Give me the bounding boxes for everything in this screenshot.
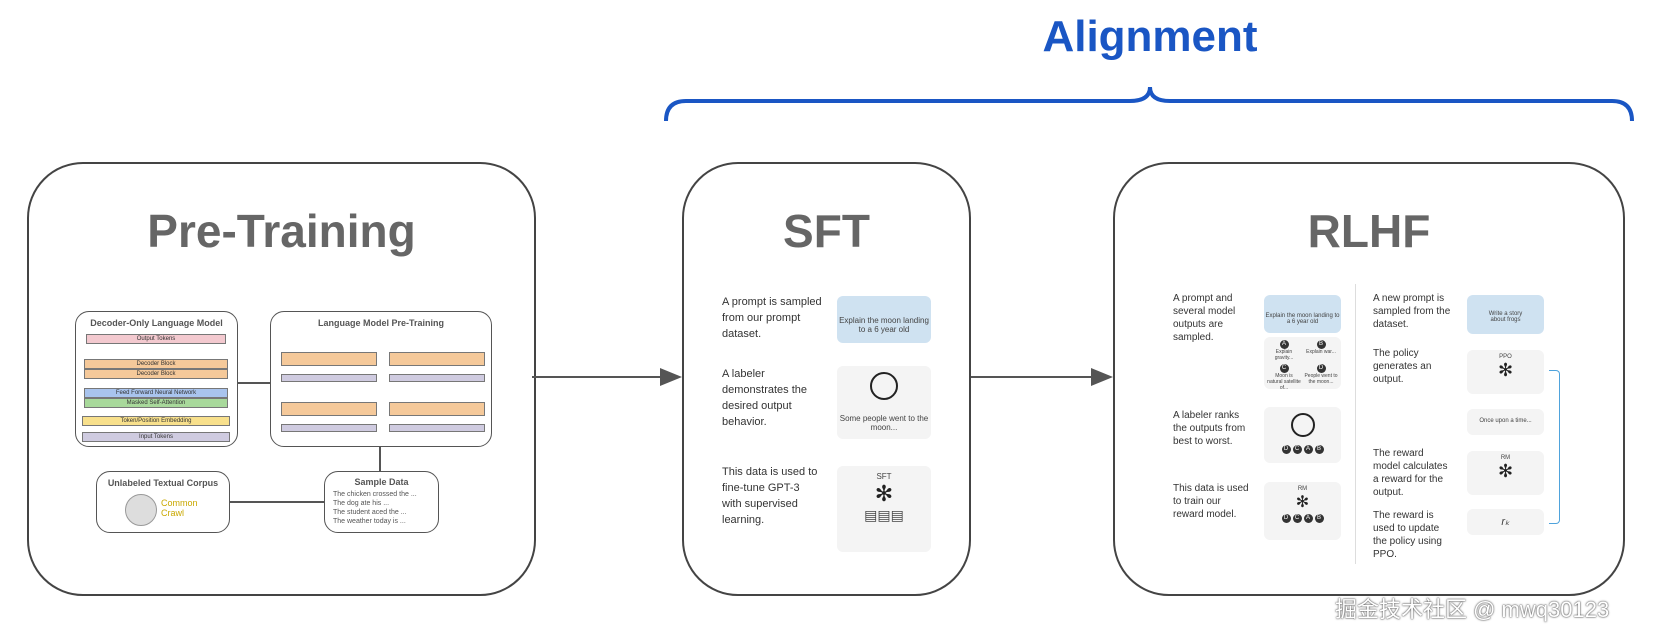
sft-model-card: SFT✻▤▤▤ bbox=[837, 466, 931, 552]
sample-data-box: Sample Data The chicken crossed the ... … bbox=[324, 471, 439, 533]
rlhf-title: RLHF bbox=[1307, 205, 1431, 257]
rlhf-step: A new prompt is sampled from the dataset… bbox=[1373, 293, 1451, 330]
ffn-layer: Feed Forward Neural Network bbox=[84, 388, 228, 398]
alignment-label: Alignment bbox=[1042, 12, 1258, 61]
decoder-block-1: Decoder Block bbox=[84, 359, 228, 369]
neural-network-icon: ✻ bbox=[1497, 461, 1514, 481]
sft-step: A labeler demonstrates the desired outpu… bbox=[722, 368, 807, 428]
sample-data-title: Sample Data bbox=[354, 477, 409, 487]
update-loop-arrow bbox=[1549, 370, 1560, 524]
pretraining-panel: Pre-Training Decoder-Only Language Model… bbox=[27, 162, 536, 596]
common-crawl-logo: Common Crawl bbox=[161, 498, 198, 518]
document-icon: ▤▤▤ bbox=[864, 507, 904, 523]
arrow-sft-to-rlhf bbox=[967, 376, 1093, 378]
rm-card: RM✻ bbox=[1467, 451, 1544, 495]
rlhf-step: A labeler ranks the outputs from best to… bbox=[1173, 410, 1246, 447]
sft-step: A prompt is sampled from our prompt data… bbox=[722, 296, 822, 340]
decoder-model-box: Decoder-Only Language Model Output Token… bbox=[75, 311, 238, 447]
sft-panel: SFT A prompt is sampled from our prompt … bbox=[682, 162, 971, 596]
alignment-brace bbox=[664, 86, 1634, 122]
rlhf-step: A prompt and several model outputs are s… bbox=[1173, 293, 1236, 343]
input-tokens: Input Tokens bbox=[82, 432, 230, 442]
lm-pretraining-box: Language Model Pre-Training bbox=[270, 311, 492, 447]
attention-layer: Masked Self-Attention bbox=[84, 398, 228, 408]
lm-pretraining-title: Language Model Pre-Training bbox=[317, 318, 444, 328]
reward-card: rₖ bbox=[1467, 509, 1544, 535]
sample-line: The dog ate his ... bbox=[333, 500, 390, 507]
wikipedia-logo bbox=[125, 494, 157, 526]
ppo-card: PPO✻ bbox=[1467, 350, 1544, 394]
sample-line: The student aced the ... bbox=[333, 509, 407, 516]
labeler-avatar-icon bbox=[870, 372, 898, 400]
sft-title: SFT bbox=[783, 205, 870, 257]
divider bbox=[1355, 284, 1356, 564]
rlhf-step: The policy generates an output. bbox=[1373, 348, 1432, 385]
watermark: 掘金技术社区 @ mwq30123 bbox=[1335, 597, 1610, 622]
output-tokens: Output Tokens bbox=[86, 334, 226, 344]
corpus-box: Unlabeled Textual Corpus Common Crawl bbox=[96, 471, 230, 533]
sample-line: The weather today is ... bbox=[333, 518, 406, 525]
output-card: Once upon a time... bbox=[1467, 409, 1544, 435]
rlhf-step: This data is used to train our reward mo… bbox=[1173, 483, 1249, 520]
prompt-card: Explain the moon landing to a 6 year old bbox=[837, 296, 931, 343]
arrow-pretraining-to-sft bbox=[532, 376, 662, 378]
embedding-layer: Token/Position Embedding bbox=[82, 416, 230, 426]
neural-network-icon: ✻ bbox=[1295, 494, 1310, 511]
neural-network-icon: ✻ bbox=[874, 481, 894, 506]
neural-network-icon: ✻ bbox=[1497, 360, 1514, 380]
pretraining-title: Pre-Training bbox=[147, 205, 416, 257]
sft-step: This data is used to fine-tune GPT-3 wit… bbox=[722, 466, 818, 526]
labeler-avatar-icon bbox=[1290, 413, 1315, 437]
decoder-model-title: Decoder-Only Language Model bbox=[90, 318, 223, 328]
rlhf-panel: RLHF A prompt and several model outputs … bbox=[1113, 162, 1625, 596]
rlhf-prompt-card: Explain the moon landing to a 6 year old bbox=[1264, 295, 1341, 333]
decoder-block-2: Decoder Block bbox=[84, 369, 228, 379]
sample-line: The chicken crossed the ... bbox=[333, 491, 417, 498]
rlhf-step: The reward is used to update the policy … bbox=[1373, 510, 1442, 560]
rlhf-step: The reward model calculates a reward for… bbox=[1373, 448, 1448, 498]
frog-prompt-card: Write a story about frogs bbox=[1467, 295, 1544, 334]
corpus-title: Unlabeled Textual Corpus bbox=[107, 478, 219, 488]
labeler-card: Some people went to the moon... bbox=[837, 366, 931, 439]
